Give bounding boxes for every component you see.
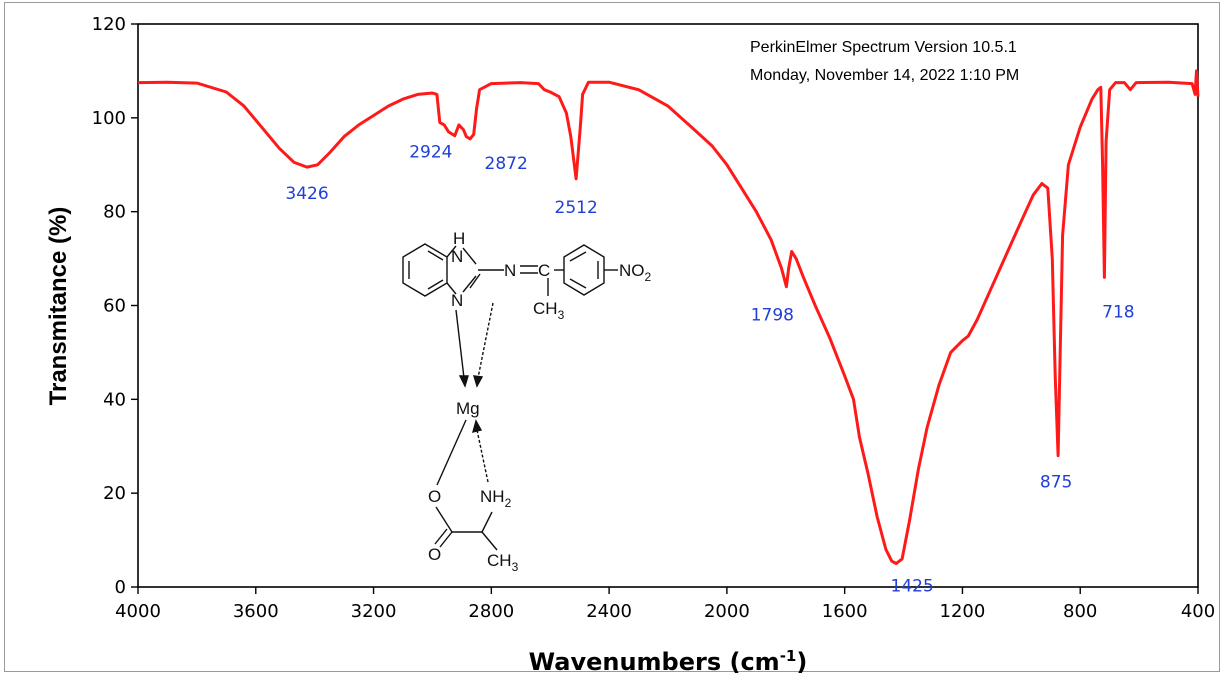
x-tick-label: 1600 <box>822 601 868 622</box>
atom-mg: Mg <box>456 399 480 418</box>
phenyl-ring <box>563 244 605 296</box>
structure-atom-labels: H N N N C NO2 CH3 Mg O NH2 O CH3 <box>428 229 652 574</box>
atom-n-bottom: N <box>451 291 463 310</box>
atom-o-bottom: O <box>428 545 441 564</box>
x-axis-ticks: 4000 3600 3200 2800 2400 2000 1600 1200 800 400 <box>115 587 1215 622</box>
x-tick-label: 2800 <box>468 601 514 622</box>
atom-amine: NH2 <box>480 487 512 510</box>
atom-nitro: NO2 <box>619 261 652 284</box>
peak-label-875: 875 <box>1040 473 1072 493</box>
y-tick-label: 100 <box>92 108 126 129</box>
y-tick-label: 20 <box>103 483 126 504</box>
atom-n-top: N <box>451 247 463 266</box>
atom-o-top: O <box>428 487 441 506</box>
y-tick-label: 40 <box>103 389 126 410</box>
plot-area-border <box>137 23 1199 588</box>
peak-labels: 3426 2924 2872 2512 1798 1425 875 718 <box>285 143 1134 597</box>
peak-label-718: 718 <box>1102 302 1134 322</box>
x-axis-label: Wavenumbers (cm-1) <box>529 647 808 676</box>
atom-h: H <box>453 229 465 248</box>
peak-label-3426: 3426 <box>285 184 328 204</box>
y-tick-label: 0 <box>115 577 126 598</box>
x-tick-label: 800 <box>1063 601 1097 622</box>
y-tick-label: 80 <box>103 202 126 223</box>
atom-imine-c: C <box>538 261 550 280</box>
y-axis-label: Transmitance (%) <box>45 207 72 406</box>
x-tick-label: 2000 <box>704 601 750 622</box>
plot-frame <box>4 2 1220 672</box>
chemical-structure <box>402 243 618 551</box>
atom-methyl: CH3 <box>533 299 565 322</box>
peak-label-2872: 2872 <box>485 154 528 174</box>
x-tick-label: 4000 <box>115 601 161 622</box>
x-tick-label: 400 <box>1181 601 1215 622</box>
peak-label-2512: 2512 <box>555 198 598 218</box>
atom-imine-n: N <box>504 261 516 280</box>
x-tick-label: 1200 <box>940 601 986 622</box>
atom-methyl-2: CH3 <box>487 551 519 574</box>
x-tick-label: 3200 <box>351 601 397 622</box>
y-tick-label: 120 <box>92 14 126 35</box>
software-version-text: PerkinElmer Spectrum Version 10.5.1 <box>750 39 1017 56</box>
peak-label-1798: 1798 <box>751 306 794 326</box>
peak-label-1425: 1425 <box>891 577 934 597</box>
x-tick-label: 2400 <box>586 601 632 622</box>
timestamp-text: Monday, November 14, 2022 1:10 PM <box>750 67 1019 84</box>
y-axis-ticks: 0 20 40 60 80 100 120 <box>92 14 138 598</box>
x-tick-label: 3600 <box>233 601 279 622</box>
spectrum-line <box>137 69 1200 565</box>
peak-label-2924: 2924 <box>409 143 452 163</box>
y-tick-label: 60 <box>103 296 126 317</box>
